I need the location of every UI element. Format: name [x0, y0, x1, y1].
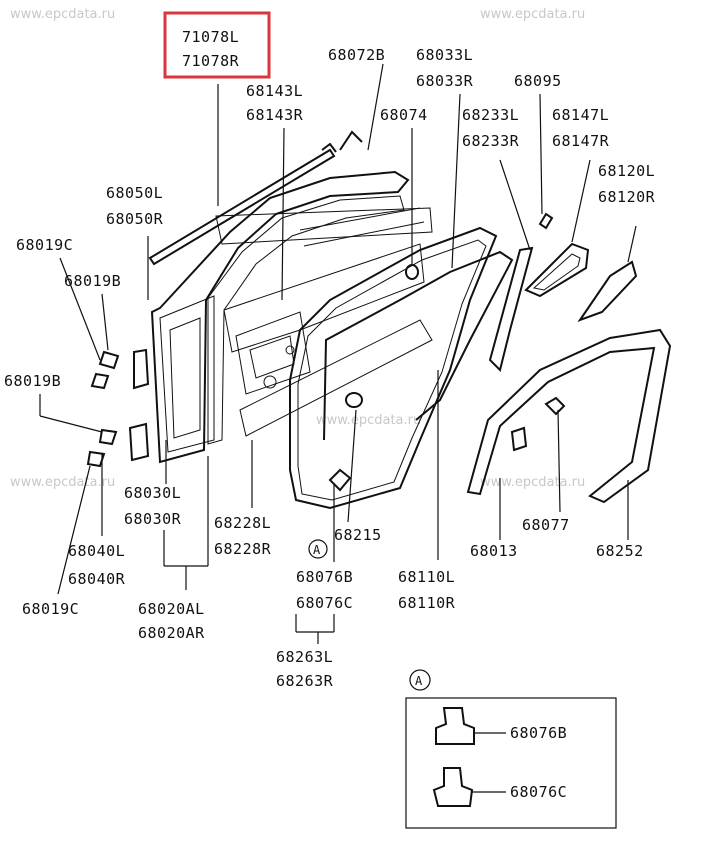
weatherstrip-68033-drawing [289, 226, 498, 510]
label-68120r: 68120R [598, 188, 656, 206]
label-68030r: 68030R [124, 510, 182, 528]
leader-lines [39, 63, 637, 644]
small-parts-drawing [86, 130, 566, 492]
label-68019b-top: 68019B [64, 272, 121, 290]
label-68033r: 68033R [416, 72, 474, 90]
label-68095: 68095 [514, 72, 562, 90]
watermark-center: www.epcdata.ru [316, 413, 421, 428]
label-68050l: 68050L [106, 184, 163, 202]
label-68013: 68013 [470, 542, 518, 560]
label-68147l: 68147L [552, 106, 609, 124]
label-68040l: 68040L [68, 542, 125, 560]
label-68050r: 68050R [106, 210, 164, 228]
inset-callout-letter: A [415, 674, 423, 688]
label-68019c-top: 68019C [16, 236, 73, 254]
label-68215: 68215 [334, 526, 382, 544]
clip-68076b-icon [435, 707, 475, 745]
label-68228r: 68228R [214, 540, 272, 558]
watermark-top-right: www.epcdata.ru [480, 7, 585, 22]
label-68120l: 68120L [598, 162, 655, 180]
label-68252: 68252 [596, 542, 644, 560]
label-68020ar: 68020AR [138, 624, 205, 642]
label-68147r: 68147R [552, 132, 610, 150]
watermark-mid-right: www.epcdata.ru [480, 475, 585, 490]
highlight-box [163, 11, 271, 79]
label-68143r: 68143R [246, 106, 304, 124]
label-68076c: 68076C [296, 594, 353, 612]
label-68110r: 68110R [398, 594, 456, 612]
quarter-parts-drawing [488, 242, 638, 372]
label-68040r: 68040R [68, 570, 126, 588]
callout-a-letter: A [313, 543, 321, 557]
clip-68076c-icon [432, 767, 474, 807]
label-68233r: 68233R [462, 132, 520, 150]
label-68228l: 68228L [214, 514, 271, 532]
glass-run-68110-drawing [323, 250, 514, 441]
window-channel-71078-drawing [148, 148, 336, 266]
door-panel-drawing [150, 170, 433, 464]
callout-a-marker: A [308, 539, 328, 559]
label-68076b: 68076B [296, 568, 353, 586]
label-68143l: 68143L [246, 82, 303, 100]
inset-label-68076b: 68076B [510, 724, 567, 742]
inset-detail-a: A [405, 669, 617, 829]
watermark-mid-left: www.epcdata.ru [10, 475, 115, 490]
watermark-top-left: www.epcdata.ru [10, 7, 115, 22]
label-68074: 68074 [380, 106, 428, 124]
label-71078l: 71078L [182, 28, 239, 46]
weatherstrip-68252-drawing [466, 328, 672, 504]
inset-label-68076c: 68076C [510, 783, 567, 801]
label-68019c-bottom: 68019C [22, 600, 79, 618]
label-71078r: 71078R [182, 52, 240, 70]
label-68263r: 68263R [276, 672, 334, 690]
label-68263l: 68263L [276, 648, 333, 666]
label-68030l: 68030L [124, 484, 181, 502]
label-68233l: 68233L [462, 106, 519, 124]
label-68019b-mid: 68019B [4, 372, 61, 390]
label-68077: 68077 [522, 516, 570, 534]
label-68020al: 68020AL [138, 600, 205, 618]
label-68072b: 68072B [328, 46, 385, 64]
label-68110l: 68110L [398, 568, 455, 586]
label-68033l: 68033L [416, 46, 473, 64]
